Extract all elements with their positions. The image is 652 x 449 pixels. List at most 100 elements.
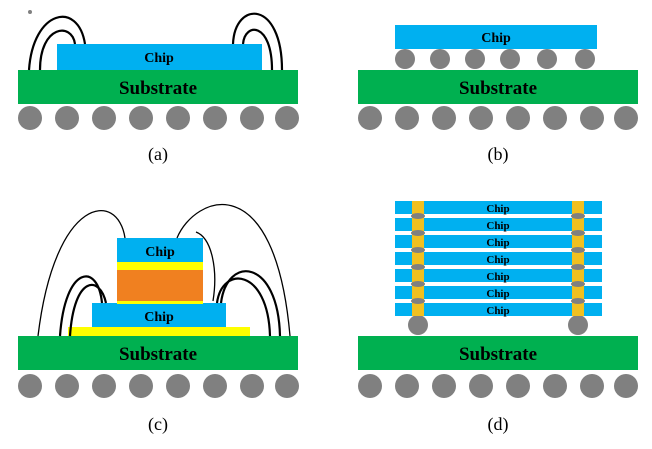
substrate-d <box>358 336 638 370</box>
tsv-left <box>412 201 424 316</box>
solder-ball <box>129 374 153 398</box>
bond-wire <box>27 15 87 71</box>
solder-ball <box>18 374 42 398</box>
solder-ball <box>614 106 638 130</box>
chip-d-6 <box>395 286 602 299</box>
solder-ball <box>358 374 382 398</box>
tsv-bump <box>571 281 585 287</box>
bond-wire <box>241 28 274 71</box>
tsv-bump <box>571 298 585 304</box>
chip-a <box>57 44 262 70</box>
solder-ball <box>469 106 493 130</box>
chip-c-top <box>117 238 203 262</box>
solder-ball <box>395 106 419 130</box>
solder-ball <box>614 374 638 398</box>
solder-ball <box>92 106 116 130</box>
micro-bump <box>537 49 557 69</box>
tsv-bump <box>411 230 425 236</box>
caption-b: (b) <box>488 144 509 165</box>
tsv-bump <box>411 298 425 304</box>
solder-ball <box>432 106 456 130</box>
chip-label-a: Chip <box>144 51 174 66</box>
micro-bump <box>465 49 485 69</box>
bond-wires-a <box>27 12 284 71</box>
tsv-bumps-d <box>411 213 585 304</box>
solder-ball <box>92 374 116 398</box>
tsv-bump <box>571 247 585 253</box>
micro-bump <box>430 49 450 69</box>
caption-d: (d) <box>488 414 509 435</box>
bond-wire <box>37 210 126 337</box>
chip-label-d-3: Chip <box>486 237 509 249</box>
solder-ball <box>203 106 227 130</box>
chip-stack-d <box>395 201 602 316</box>
substrate-b <box>358 70 638 104</box>
chip-d-2 <box>395 218 602 231</box>
solder-balls-a <box>18 106 299 130</box>
micro-bump <box>575 49 595 69</box>
chip-label-c-top: Chip <box>145 245 175 260</box>
chip-label-c-bottom: Chip <box>144 310 174 325</box>
solder-ball <box>240 374 264 398</box>
panel-d: Substrate <box>358 201 638 435</box>
solder-ball <box>432 374 456 398</box>
chip-c-bottom <box>92 303 226 327</box>
bond-wire <box>38 29 77 71</box>
substrate-a <box>18 70 298 104</box>
solder-ball <box>166 106 190 130</box>
tsv-bump <box>411 247 425 253</box>
caption-c: (c) <box>148 414 168 435</box>
bond-wire <box>68 284 108 337</box>
solder-balls-b <box>358 106 638 130</box>
chip-b <box>395 25 597 49</box>
tsv-bump <box>571 213 585 219</box>
solder-balls-d <box>358 374 638 398</box>
stack-bumps-d <box>408 315 588 335</box>
solder-ball <box>18 106 42 130</box>
solder-ball <box>275 106 299 130</box>
tsv-bump <box>571 230 585 236</box>
stack-bump <box>408 315 428 335</box>
micro-bumps-b <box>395 49 595 69</box>
micro-bump <box>500 49 520 69</box>
chip-label-d-1: Chip <box>486 203 509 215</box>
stack-bump <box>568 315 588 335</box>
substrate-label-c: Substrate <box>119 344 197 365</box>
chip-d-7 <box>395 303 602 316</box>
substrate-label-b: Substrate <box>459 78 537 99</box>
panel-c: Substrate Chip Chip (c) <box>18 204 299 435</box>
bond-wire <box>215 277 272 337</box>
solder-ball <box>506 374 530 398</box>
solder-ball <box>275 374 299 398</box>
chip-label-d-6: Chip <box>486 288 509 300</box>
tsv-bump <box>571 264 585 270</box>
substrate-label-a: Substrate <box>119 78 197 99</box>
chip-label-d-2: Chip <box>486 220 509 232</box>
bond-wire <box>231 12 284 71</box>
solder-ball <box>55 106 79 130</box>
chip-label-d-4: Chip <box>486 254 509 266</box>
tsv-bump <box>411 281 425 287</box>
die-attach-bottom <box>68 327 250 336</box>
solder-ball <box>506 106 530 130</box>
spacer <box>117 270 203 301</box>
bond-wire <box>58 275 104 337</box>
solder-balls-c <box>18 374 299 398</box>
panel-a: Substrate Chip (a) <box>18 10 299 165</box>
chip-label-b: Chip <box>481 31 511 46</box>
stray-dot <box>28 10 32 14</box>
solder-ball <box>55 374 79 398</box>
chip-d-5 <box>395 269 602 282</box>
chip-label-d-5: Chip <box>486 271 509 283</box>
solder-ball <box>240 106 264 130</box>
tsv-bump <box>411 213 425 219</box>
caption-a: (a) <box>148 144 168 165</box>
bond-wire <box>176 204 291 337</box>
solder-ball <box>358 106 382 130</box>
tsv-bump <box>411 264 425 270</box>
solder-ball <box>580 106 604 130</box>
chip-label-d-7: Chip <box>486 305 509 317</box>
solder-ball <box>469 374 493 398</box>
